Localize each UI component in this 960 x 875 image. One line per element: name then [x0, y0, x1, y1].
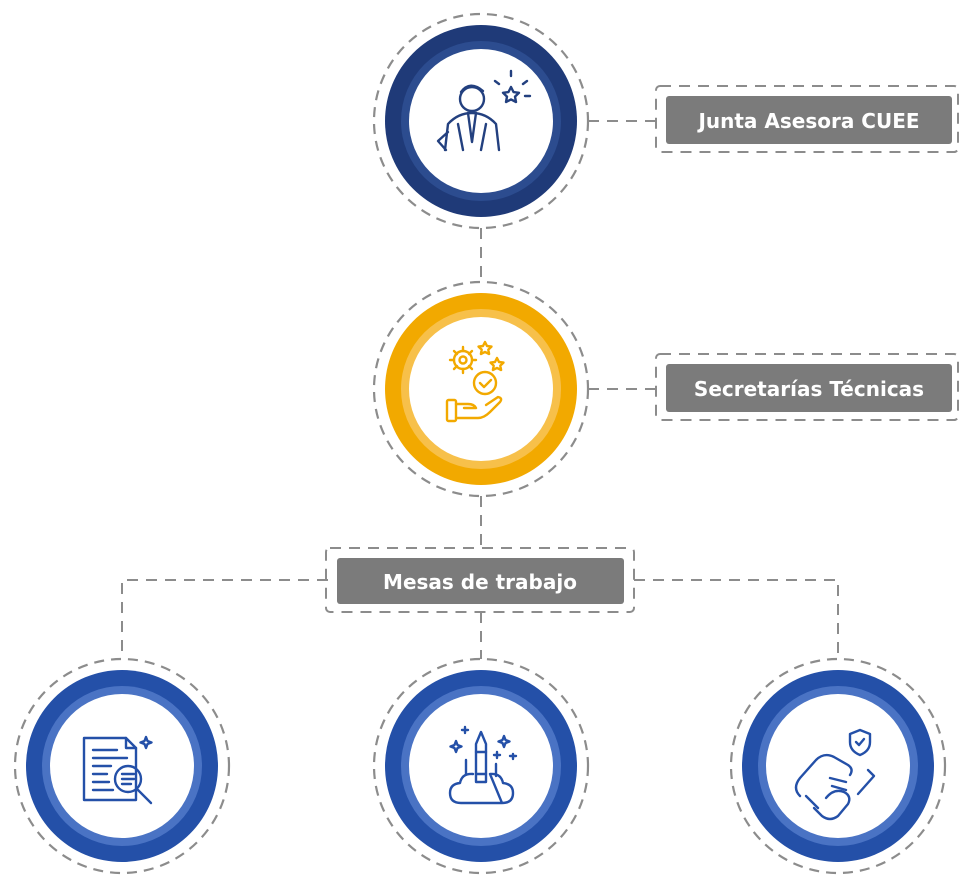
document-search-icon: [82, 735, 153, 805]
label-junta: Junta Asesora CUEE: [655, 85, 959, 153]
node-center: [372, 657, 590, 875]
label-junta-box: [666, 96, 952, 144]
creative-pencil-cloud-icon: [448, 725, 518, 805]
handshake-shield-icon: [794, 728, 876, 821]
node-right: [729, 657, 947, 875]
connector-mesas-to-left: [121, 579, 328, 660]
label-secretarias: Secretarías Técnicas: [655, 353, 959, 421]
node-left: [13, 657, 231, 875]
businessman-idea-icon: [436, 69, 532, 152]
label-mesas-box: [337, 558, 624, 604]
label-junta-text: Junta Asesora CUEE: [696, 109, 919, 133]
label-secretarias-box: [666, 364, 952, 412]
gears-hand-approval-icon: [445, 340, 505, 423]
connector-mesas-to-right: [634, 579, 839, 660]
connectors: [121, 120, 839, 660]
label-secretarias-text: Secretarías Técnicas: [694, 377, 924, 401]
node-secretarias: [372, 280, 590, 498]
label-mesas-text: Mesas de trabajo: [383, 570, 577, 594]
label-mesas: Mesas de trabajo: [325, 547, 635, 613]
node-junta: [372, 12, 590, 230]
